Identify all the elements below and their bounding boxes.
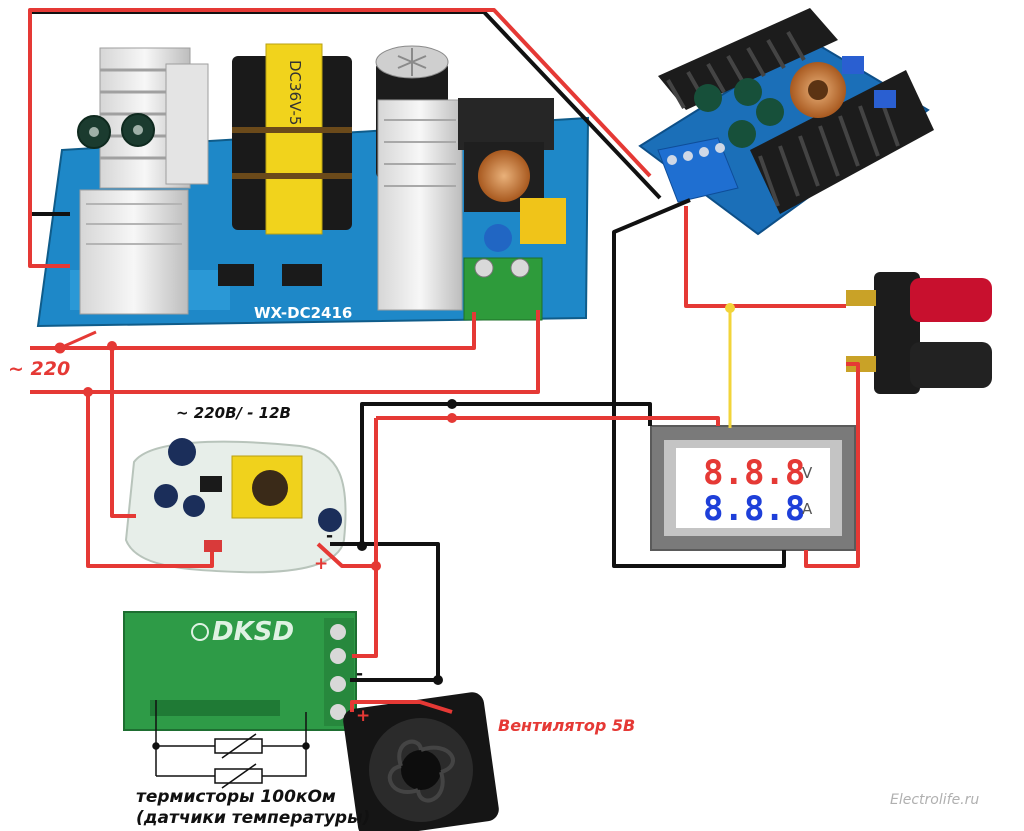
aux-minus-sign: - — [326, 526, 334, 546]
converter-capacitor — [734, 78, 762, 106]
trim-potentiometer — [842, 56, 864, 74]
positive-binding-post — [910, 278, 992, 322]
converter-capacitor — [694, 84, 722, 112]
board-model-label: WX-DC2416 — [254, 304, 352, 322]
fan-plus-sign: + — [356, 706, 371, 726]
filter-choke — [464, 142, 566, 252]
mains-switch — [54, 330, 97, 354]
left-heatsinks — [79, 47, 209, 315]
thermistors-label: термисторы 100кОм (датчики температуры) — [136, 787, 370, 829]
controller-brand: DKSD — [212, 617, 294, 647]
input-terminal-block — [463, 257, 543, 321]
thermistors — [152, 700, 310, 789]
current-display: 8.8.8 — [703, 489, 805, 529]
small-capacitors — [77, 113, 155, 149]
ic-chip — [282, 264, 322, 286]
fan-controller-board: DKSD — [123, 611, 357, 731]
cooling-fan — [343, 692, 499, 831]
aux-capacitor — [183, 495, 205, 517]
aux-transformer-winding — [252, 470, 288, 506]
aux-plus-sign: + — [314, 554, 329, 574]
fan-minus-sign: - — [356, 664, 364, 684]
converter-capacitor — [728, 120, 756, 148]
wires-positive — [28, 8, 860, 714]
converter-terminal-block — [657, 137, 739, 203]
transformer-marking: DC36V-5 — [286, 60, 304, 125]
right-heatsink — [377, 98, 554, 311]
aux-psu-label: ~ 220В/ - 12В — [176, 404, 291, 422]
converter-heatsink-left — [658, 8, 838, 110]
fan-label: Вентилятор 5В — [498, 716, 636, 735]
ic-chip — [218, 264, 254, 286]
transformer: DC36V-5 — [232, 43, 352, 235]
aux-capacitor — [168, 438, 196, 466]
registered-mark — [191, 623, 209, 641]
main-power-supply-board: DC36V-5 WX-DC2416 — [36, 43, 590, 328]
wire-junctions — [83, 303, 735, 685]
negative-binding-post — [910, 342, 992, 388]
controller-pads-row — [150, 700, 280, 716]
volt-amp-meter: 8.8.8 V 8.8.8 A — [650, 425, 856, 551]
aux-psu-board — [124, 438, 347, 574]
aux-terminal — [204, 540, 222, 552]
mains-voltage-label: ~ 220 — [8, 358, 71, 380]
controller-pad — [330, 648, 346, 664]
converter-inductor-core — [808, 80, 828, 100]
voltage-unit: V — [802, 464, 813, 482]
current-unit: A — [802, 500, 813, 518]
output-binding-posts — [846, 272, 992, 394]
thermistors-label-line2: (датчики температуры) — [136, 808, 371, 828]
aux-capacitor — [154, 484, 178, 508]
thermistors-label-line1: термисторы 100кОм — [136, 787, 336, 807]
controller-pad — [330, 704, 346, 720]
dc-dc-converter-module — [638, 8, 934, 236]
controller-pad — [330, 676, 346, 692]
watermark: Electrolife.ru — [890, 792, 980, 808]
aux-ic-chip — [200, 476, 222, 492]
voltage-display: 8.8.8 — [703, 453, 805, 493]
trim-potentiometer — [874, 90, 896, 108]
controller-pad — [330, 624, 346, 640]
converter-capacitor — [756, 98, 784, 126]
aux-capacitor — [318, 508, 342, 532]
